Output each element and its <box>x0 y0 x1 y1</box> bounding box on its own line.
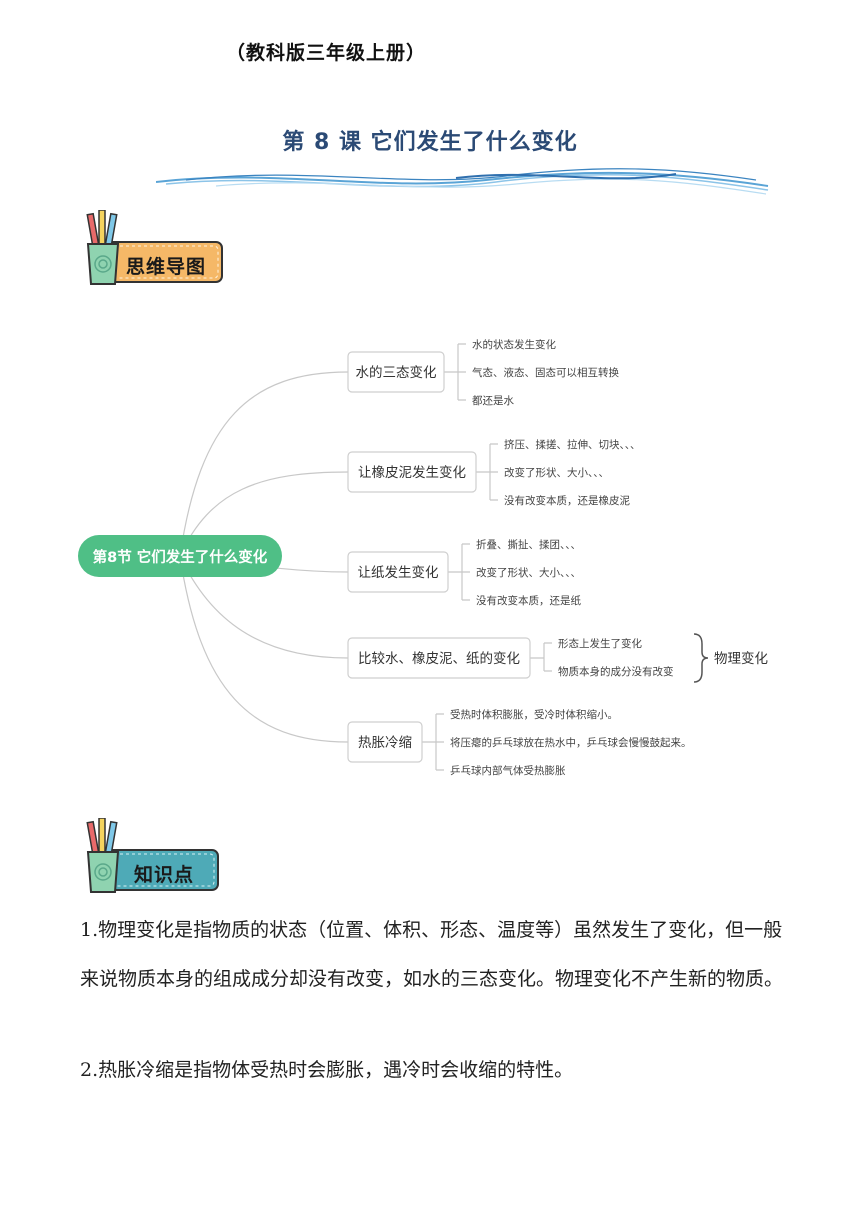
mind-map-branch-box <box>347 451 477 493</box>
mind-map-leaf: 改变了形状、大小、、、 <box>504 466 609 479</box>
pencil-cup-icon <box>86 209 120 285</box>
mind-map: 第8节 它们发生了什么变化 水的三态变化 水的状态发生变化气态、液态、固态可以相互… <box>78 338 768 777</box>
section-mindmap: 思维导图 <box>84 209 234 296</box>
knowledge-paragraph-1: 1.物理变化是指物质的状态（位置、体积、形态、温度等）虽然发生了变化，但一般来说… <box>80 919 784 990</box>
mind-map-branch-box <box>347 551 449 593</box>
mind-map-branch-box <box>347 637 531 679</box>
section-knowledge-label: 知识点 <box>134 864 195 886</box>
mind-map-branch-label: 热胀冷缩 <box>358 735 412 751</box>
pencil-cup-icon <box>86 817 120 893</box>
section-knowledge: 知识点 <box>84 817 234 904</box>
edition-label: （教科版三年级上册） <box>226 42 427 64</box>
mind-map-branch-label: 让橡皮泥发生变化 <box>358 465 466 481</box>
mind-map-leaf: 形态上发生了变化 <box>558 637 642 650</box>
mind-map-branch-label: 水的三态变化 <box>356 365 437 381</box>
mind-map-leaf: 物质本身的成分没有改变 <box>558 665 674 678</box>
mind-map-leaf: 没有改变本质，还是纸 <box>476 594 581 607</box>
mind-map-branch-box <box>347 351 445 393</box>
mind-map-leaf: 改变了形状、大小、、、 <box>476 566 581 579</box>
mind-map-leaf: 没有改变本质，还是橡皮泥 <box>504 494 630 507</box>
wave-divider <box>156 168 769 195</box>
mind-map-leaf: 气态、液态、固态可以相互转换 <box>472 366 619 379</box>
mind-map-branch-box <box>347 721 423 763</box>
mind-map-root <box>78 535 282 577</box>
mind-map-leaf: 都还是水 <box>472 395 514 407</box>
mind-map-leaf: 挤压、揉搓、拉伸、切块、、、 <box>504 438 641 451</box>
mind-map-root-label: 第8节 它们发生了什么变化 <box>93 548 268 566</box>
mind-map-branch-label: 让纸发生变化 <box>358 565 439 581</box>
section-mindmap-label: 思维导图 <box>126 256 207 278</box>
mind-map-leaf: 折叠、撕扯、揉团、、、 <box>476 538 581 551</box>
page-title: 第 8 课 它们发生了什么变化 <box>282 130 578 155</box>
knowledge-paragraph-2: 2.热胀冷缩是指物体受热时会膨胀，遇冷时会收缩的特性。 <box>80 1059 574 1081</box>
mind-map-branch-label: 比较水、橡皮泥、纸的变化 <box>358 651 520 667</box>
mind-map-summary: 物理变化 <box>714 651 768 667</box>
brace-icon <box>693 633 709 683</box>
mind-map-leaf: 乒乓球内部气体受热膨胀 <box>450 764 566 777</box>
mind-map-leaf: 水的状态发生变化 <box>472 338 556 351</box>
mind-map-leaf: 受热时体积膨胀，受冷时体积缩小。 <box>450 708 618 721</box>
mind-map-leaf: 将压瘪的乒乓球放在热水中，乒乓球会慢慢鼓起来。 <box>450 736 692 749</box>
